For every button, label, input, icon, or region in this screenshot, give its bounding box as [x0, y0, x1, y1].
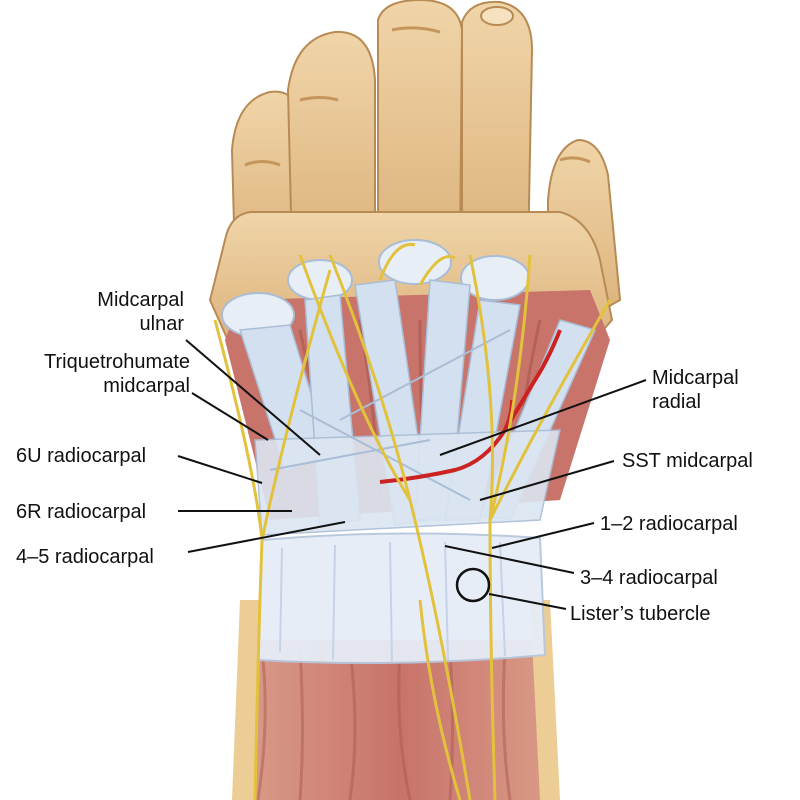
label-6r-radiocarpal: 6R radiocarpal	[16, 501, 147, 523]
extensor-retinaculum	[256, 532, 547, 665]
label-3-4-radiocarpal: 3–4 radiocarpal	[580, 567, 718, 589]
label-midcarpal-radial-line2: radial	[652, 391, 701, 413]
label-midcarpal-radial: Midcarpal radial	[652, 366, 739, 414]
label-midcarpal-ulnar-line2: ulnar	[139, 313, 184, 335]
label-midcarpal-radial-line1: Midcarpal	[652, 367, 739, 389]
listers-tubercle-marker	[455, 567, 491, 603]
label-triquetrohumate-midcarpal: Triquetrohumate midcarpal	[0, 350, 190, 398]
label-6u-radiocarpal: 6U radiocarpal	[16, 445, 147, 467]
label-1-2-radiocarpal: 1–2 radiocarpal	[600, 513, 738, 535]
label-midcarpal-ulnar-line1: Midcarpal	[97, 289, 184, 311]
label-midcarpal-ulnar: Midcarpal ulnar	[40, 288, 184, 336]
nerve-branches	[213, 242, 612, 800]
label-sst-midcarpal: SST midcarpal	[622, 450, 753, 472]
label-4-5-radiocarpal: 4–5 radiocarpal	[16, 546, 154, 568]
label-triquetrohumate-midcarpal-line2: midcarpal	[103, 375, 190, 397]
leader-lines	[177, 339, 647, 610]
label-listers-tubercle: Lister’s tubercle	[570, 603, 711, 625]
label-triquetrohumate-midcarpal-line1: Triquetrohumate	[44, 351, 190, 373]
